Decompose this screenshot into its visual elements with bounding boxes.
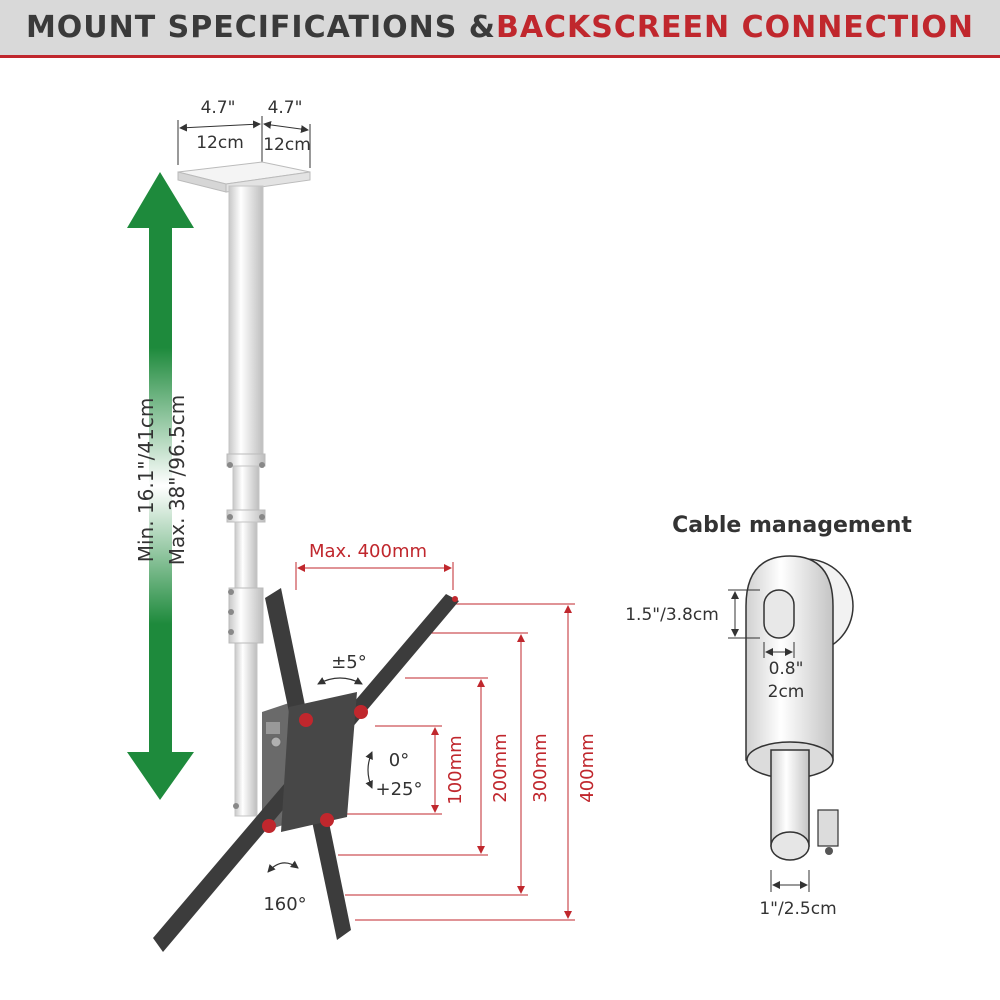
- vesa-height-dimensions: [332, 603, 575, 921]
- plate-depth-cm: 12cm: [263, 135, 311, 155]
- tilt-angle-bottom: +25°: [376, 779, 423, 800]
- height-adjust-arrow: [127, 172, 194, 800]
- vesa-height-300: 300mm: [530, 733, 551, 802]
- cable-slot-width-in: 0.8": [769, 659, 804, 679]
- swivel-angle: ±5°: [331, 652, 367, 673]
- vesa-max-width: Max. 400mm: [309, 541, 427, 562]
- cable-management-title: Cable management: [672, 513, 912, 538]
- header-title-part1: MOUNT SPECIFICATIONS &: [25, 10, 496, 45]
- tilt-angle-top: 0°: [389, 750, 409, 771]
- vesa-height-100: 100mm: [445, 735, 466, 804]
- tilt-indicator: [365, 751, 373, 789]
- swivel-indicator: [317, 677, 363, 685]
- header-title-part2: BACKSCREEN CONNECTION: [495, 10, 975, 45]
- vesa-height-200: 200mm: [490, 733, 511, 802]
- height-min: Min. 16.1"/41cm: [134, 398, 158, 563]
- cable-slot-dimensions: [728, 589, 810, 892]
- tv-bracket: [153, 588, 459, 952]
- ceiling-plate-dimensions: 4.7" 12cm 4.7" 12cm: [177, 98, 311, 168]
- plate-depth-in: 4.7": [268, 98, 303, 118]
- plate-width-in: 4.7": [201, 98, 236, 118]
- cable-slot-height: 1.5"/3.8cm: [625, 605, 719, 625]
- ceiling-mount-pole: [177, 161, 311, 817]
- cable-slot-width-cm: 2cm: [768, 682, 805, 702]
- rotation-indicator: [267, 860, 299, 873]
- rotation-angle: 160°: [263, 894, 306, 915]
- vesa-width-dimension: [295, 562, 454, 590]
- cable-management-tube: [745, 555, 854, 861]
- vesa-height-400: 400mm: [577, 733, 598, 802]
- height-max: Max. 38"/96.5cm: [165, 395, 189, 565]
- tube-diameter: 1"/2.5cm: [759, 899, 836, 919]
- page-header: MOUNT SPECIFICATIONS & BACKSCREEN CONNEC…: [0, 0, 1000, 58]
- plate-width-cm: 12cm: [196, 133, 244, 153]
